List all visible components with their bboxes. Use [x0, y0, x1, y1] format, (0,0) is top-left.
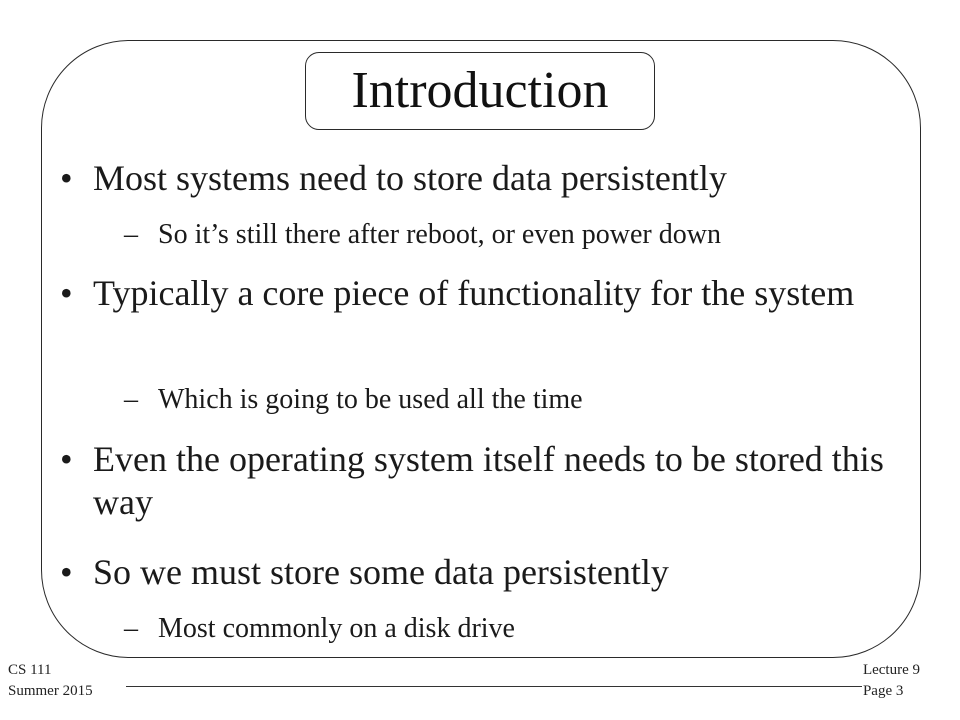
footer-lecture: Lecture 9 — [862, 662, 920, 678]
bullet-text: Typically a core piece of functionality … — [93, 273, 855, 313]
sub-bullet-item: – So it’s still there after reboot, or e… — [124, 218, 924, 252]
bullet-text: Most systems need to store data persiste… — [93, 158, 727, 198]
footer-page-number: Page 3 — [862, 683, 904, 699]
sub-bullet-dash: – — [124, 613, 138, 644]
footer-lecture-info: Lecture 9 Page 3 — [863, 660, 920, 702]
slide-frame — [41, 40, 921, 658]
bullet-dot: • — [60, 439, 73, 479]
sub-bullet-text: Most commonly on a disk drive — [158, 613, 515, 644]
bullet-item: • Even the operating system itself needs… — [60, 438, 890, 524]
sub-bullet-dash: – — [124, 384, 138, 415]
footer-course-info: CS 111 Summer 2015 — [8, 660, 93, 702]
footer-term: Summer 2015 — [8, 683, 93, 699]
bullet-text: Even the operating system itself needs t… — [93, 439, 884, 522]
bullet-item: • Typically a core piece of functionalit… — [60, 272, 890, 315]
sub-bullet-item: – Which is going to be used all the time — [124, 383, 924, 417]
sub-bullet-text: So it’s still there after reboot, or eve… — [158, 219, 721, 250]
footer-divider — [126, 686, 862, 687]
sub-bullet-text: Which is going to be used all the time — [158, 384, 583, 415]
bullet-item: • Most systems need to store data persis… — [60, 157, 890, 200]
slide-title: Introduction — [351, 62, 609, 119]
bullet-text: So we must store some data persistently — [93, 552, 669, 592]
footer-course: CS 111 — [8, 662, 52, 678]
bullet-dot: • — [60, 273, 73, 313]
sub-bullet-item: – Most commonly on a disk drive — [124, 612, 924, 646]
bullet-dot: • — [60, 158, 73, 198]
sub-bullet-dash: – — [124, 219, 138, 250]
bullet-dot: • — [60, 552, 73, 592]
bullet-item: • So we must store some data persistentl… — [60, 551, 890, 594]
slide-title-box: Introduction — [305, 52, 655, 130]
